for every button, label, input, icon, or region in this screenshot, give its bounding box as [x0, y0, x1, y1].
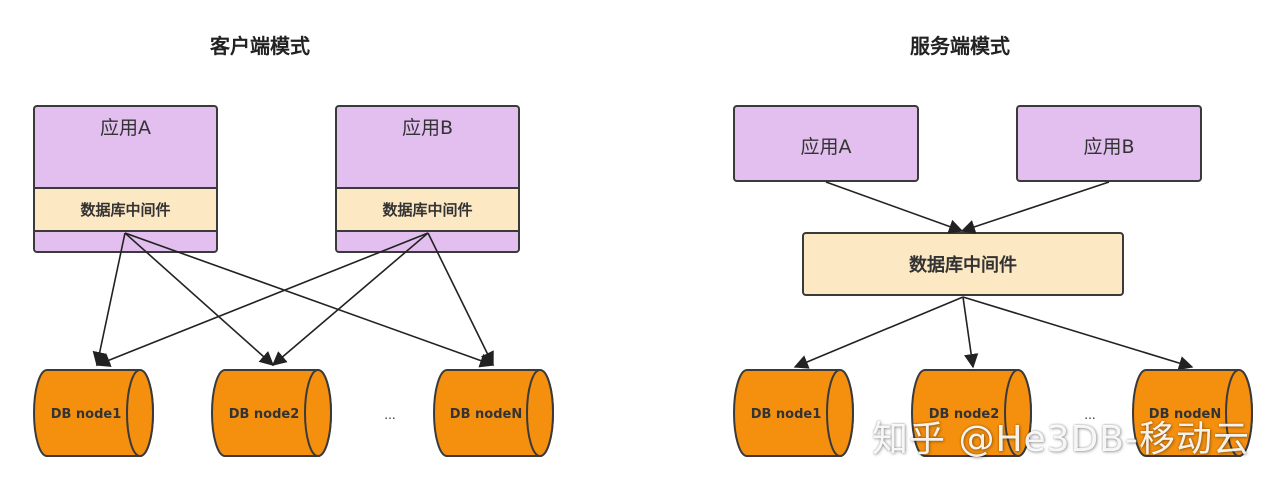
arrow-client-a-node2 [124, 232, 275, 366]
server-mode-title: 服务端模式 [910, 34, 1010, 58]
arrow-server-node2 [962, 296, 979, 369]
server-app-a-label: 应用A [800, 136, 852, 158]
client-db-noden-label: DB nodeN [450, 407, 522, 422]
server-middleware: 数据库中间件 [802, 232, 1124, 296]
server-ellipsis: ... [1084, 408, 1095, 422]
arrow-client-b-node2 [271, 232, 429, 366]
client-mode-title: 客户端模式 [210, 34, 310, 58]
client-app-a-label: 应用A [100, 117, 151, 139]
arrow-server-noden [962, 296, 1194, 371]
arrow-client-b-noden [427, 232, 494, 367]
arrow-client-a-node1 [92, 232, 126, 367]
client-ellipsis: ... [384, 408, 395, 422]
client-db-node1: DB node1 [33, 369, 154, 457]
server-db-node1: DB node1 [733, 369, 854, 457]
server-db-node2-label: DB node2 [929, 407, 1000, 422]
arrow-client-b-node1 [95, 232, 429, 367]
server-app-b: 应用B [1016, 105, 1202, 182]
client-db-node1-label: DB node1 [51, 407, 122, 422]
client-db-noden: DB nodeN [433, 369, 554, 457]
watermark: 知乎 @He3DB-移动云 [872, 419, 1250, 460]
client-middleware-a: 数据库中间件 [33, 187, 218, 232]
server-app-b-label: 应用B [1083, 136, 1135, 158]
client-db-node2: DB node2 [211, 369, 332, 457]
arrow-server-app-b-middleware [960, 181, 1110, 234]
server-db-node1-label: DB node1 [751, 407, 822, 422]
arrow-client-a-noden [124, 232, 495, 368]
arrow-server-app-a-middleware [825, 181, 964, 234]
client-db-node2-label: DB node2 [229, 407, 300, 422]
server-db-noden-label: DB nodeN [1149, 407, 1221, 422]
server-app-a: 应用A [733, 105, 919, 182]
server-db-noden: DB nodeN [1132, 369, 1253, 457]
client-middleware-b: 数据库中间件 [335, 187, 520, 232]
server-db-node2: DB node2 [911, 369, 1032, 457]
client-app-b-label: 应用B [401, 117, 454, 139]
arrow-server-node1 [793, 296, 964, 369]
